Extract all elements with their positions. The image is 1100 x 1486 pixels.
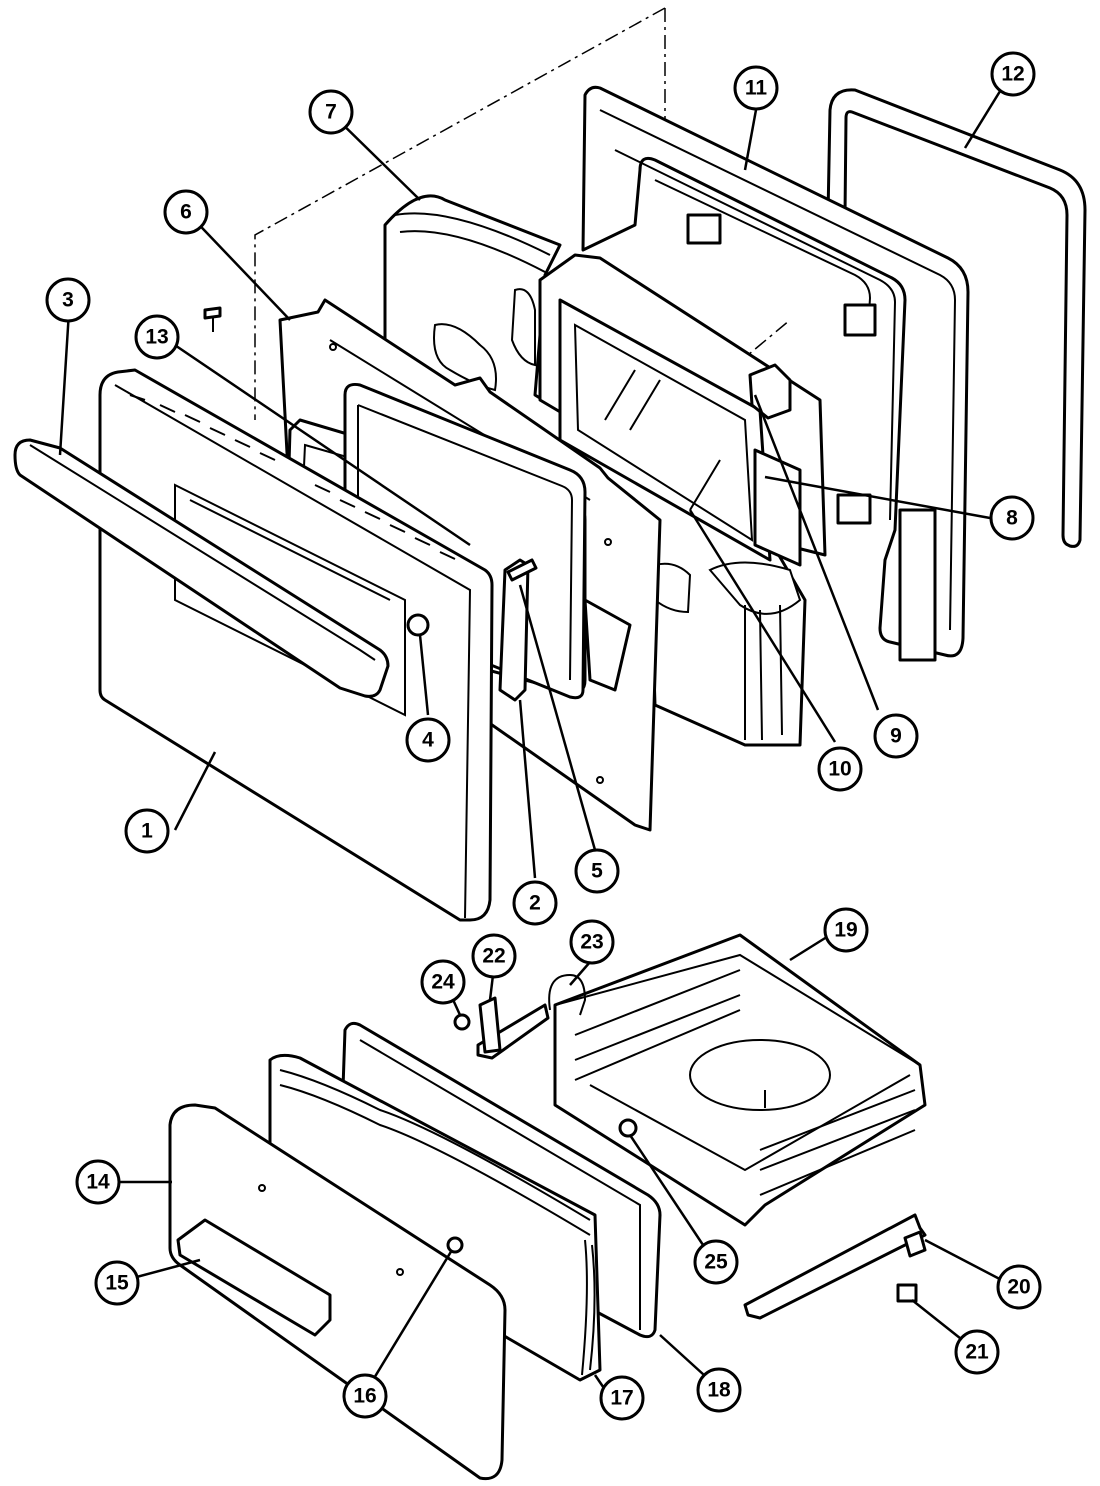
svg-text:25: 25 [704, 1251, 728, 1274]
callout-25: 25 [693, 1239, 739, 1285]
callout-7: 7 [308, 89, 354, 135]
latch-assembly-part [453, 973, 587, 1060]
callout-11: 11 [733, 65, 779, 111]
callout-6: 6 [163, 189, 209, 235]
callouts: 1 2 3 4 5 6 7 8 9 10 11 12 13 14 15 16 1… [45, 51, 1042, 1421]
callout-19: 19 [823, 907, 869, 953]
door-gasket-part [826, 88, 1087, 548]
callout-10: 10 [817, 746, 863, 792]
callout-24: 24 [420, 959, 466, 1005]
svg-text:17: 17 [610, 1387, 633, 1410]
svg-text:12: 12 [1001, 63, 1024, 86]
callout-12: 12 [990, 51, 1036, 97]
hinge-bracket-part [748, 363, 792, 420]
callout-18: 18 [696, 1367, 742, 1413]
svg-text:20: 20 [1007, 1276, 1030, 1299]
svg-text:14: 14 [86, 1171, 110, 1194]
svg-text:7: 7 [325, 101, 337, 124]
callout-21: 21 [954, 1329, 1000, 1375]
callout-9: 9 [873, 713, 919, 759]
callout-4: 4 [405, 717, 451, 763]
svg-text:16: 16 [353, 1385, 376, 1408]
callout-23: 23 [569, 919, 615, 965]
svg-text:5: 5 [591, 860, 603, 883]
door-handle-part [13, 438, 390, 698]
svg-text:23: 23 [580, 931, 603, 954]
callout-15: 15 [94, 1260, 140, 1306]
svg-text:19: 19 [834, 919, 857, 942]
callout-17: 17 [599, 1375, 645, 1421]
drawer-insulation-part [268, 1053, 602, 1382]
svg-text:18: 18 [707, 1379, 731, 1402]
door-hinge-part [498, 558, 530, 702]
callout-2: 2 [512, 880, 558, 926]
drawer-stud-part [618, 1118, 638, 1138]
svg-text:2: 2 [529, 892, 541, 915]
rail-bumper-part [896, 1283, 918, 1303]
inner-door-liner-part [581, 85, 970, 662]
svg-text:1: 1 [141, 820, 153, 843]
callout-1: 1 [124, 808, 170, 854]
callout-13: 13 [134, 314, 180, 360]
callout-22: 22 [471, 933, 517, 979]
svg-text:24: 24 [431, 971, 455, 994]
drawer-body-part [553, 933, 927, 1227]
callout-3: 3 [45, 277, 91, 323]
svg-text:3: 3 [62, 289, 74, 312]
callout-20: 20 [996, 1264, 1042, 1310]
svg-text:21: 21 [965, 1341, 989, 1364]
screw-part [506, 558, 538, 582]
svg-text:4: 4 [422, 729, 434, 752]
drawer-screw-part [446, 1236, 464, 1254]
door-screw-part [203, 306, 222, 332]
callout-8: 8 [989, 495, 1035, 541]
svg-text:10: 10 [828, 758, 851, 781]
drawer-front-part [168, 1103, 507, 1481]
drawer-rail-part [743, 1213, 927, 1320]
callout-14: 14 [75, 1159, 121, 1205]
svg-text:11: 11 [745, 77, 768, 100]
svg-text:6: 6 [180, 201, 192, 224]
drawer-handle-part [176, 1218, 332, 1337]
callout-5: 5 [574, 848, 620, 894]
svg-text:8: 8 [1006, 507, 1018, 530]
svg-text:15: 15 [105, 1272, 129, 1295]
svg-text:22: 22 [482, 945, 505, 968]
callout-16: 16 [342, 1373, 388, 1419]
door-glass-part [538, 253, 827, 567]
svg-text:13: 13 [145, 326, 168, 349]
svg-text:9: 9 [890, 725, 902, 748]
